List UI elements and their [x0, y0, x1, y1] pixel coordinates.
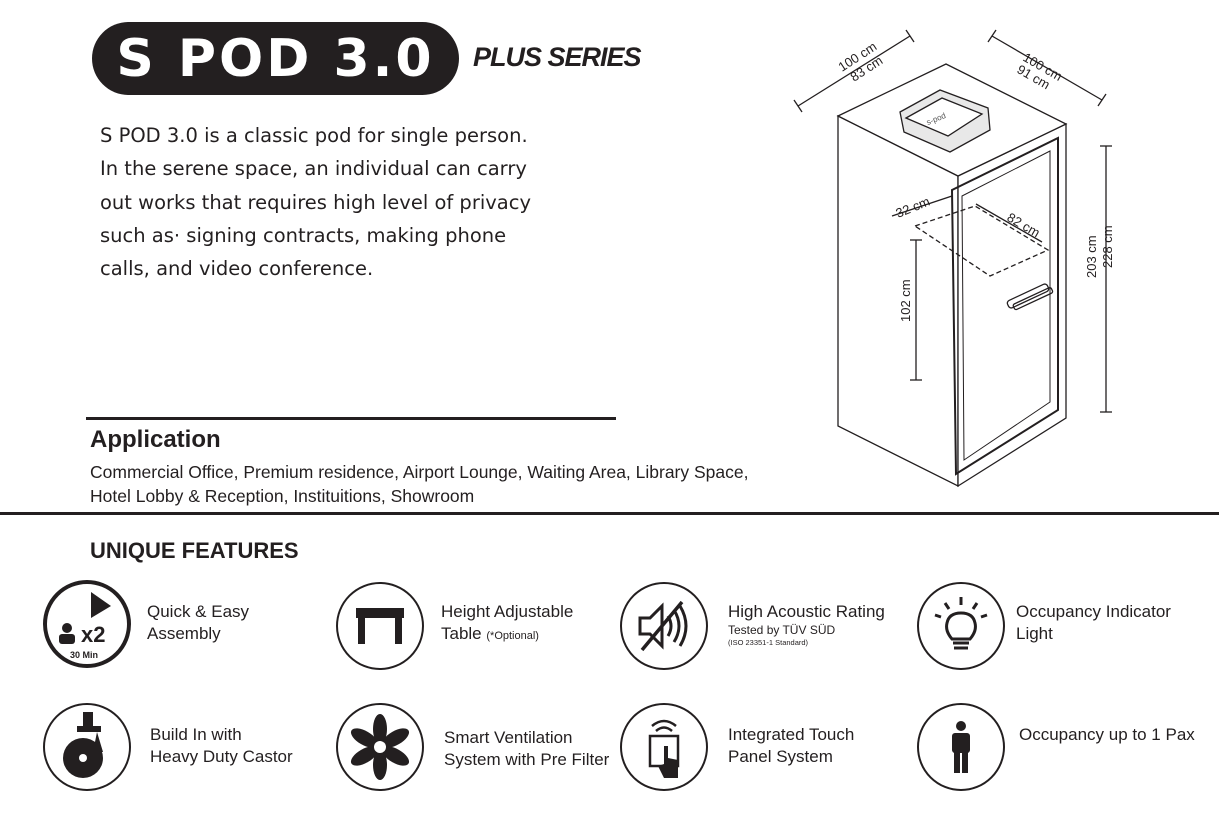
feature-title: Smart Ventilation [444, 728, 573, 747]
castor-wheel-icon [43, 703, 131, 791]
feature-title: Occupancy Indicator [1016, 602, 1171, 621]
product-title-badge: S POD 3.0 [92, 22, 459, 95]
application-line: Commercial Office, Premium residence, Ai… [90, 462, 749, 482]
product-description: S POD 3.0 is a classic pod for single pe… [100, 119, 570, 285]
dim-height-1: 203 cm [1084, 235, 1099, 278]
description-line: such as· signing contracts, making phone [100, 223, 507, 247]
feature-label: Occupancy Indicator Light [1016, 601, 1171, 645]
feature-title: Table [441, 624, 482, 643]
description-line: out works that requires high level of pr… [100, 190, 531, 214]
person-icon [917, 703, 1005, 791]
features-heading: UNIQUE FEATURES [90, 538, 299, 563]
light-bulb-icon [917, 582, 1005, 670]
feature-label: Height Adjustable Table (*Optional) [441, 601, 573, 647]
description-line: S POD 3.0 is a classic pod for single pe… [100, 124, 528, 147]
dim-table-height: 102 cm [898, 279, 913, 322]
feature-title: Panel System [728, 747, 833, 766]
feature-label: Occupancy up to 1 Pax [1019, 724, 1195, 746]
feature-title: Assembly [147, 624, 221, 643]
table-icon [336, 582, 424, 670]
feature-standard: (ISO 23351-1 Standard) [728, 638, 809, 647]
pod-dimension-drawing: s-pod 100 cm 83 cm 100 cm 91 cm 32 cm 82… [793, 29, 1115, 488]
application-divider [86, 417, 616, 420]
touch-panel-icon [620, 703, 708, 791]
feature-title: Quick & Easy [147, 602, 250, 621]
feature-title: System with Pre Filter [444, 750, 610, 769]
feature-title: Occupancy up to 1 Pax [1019, 725, 1195, 744]
feature-title: Height Adjustable [441, 602, 574, 621]
description-line: In the serene space, an individual can c… [100, 157, 527, 181]
product-title: S POD 3.0 [116, 28, 435, 89]
feature-title: Heavy Duty Castor [150, 747, 293, 766]
feature-subtitle: Tested by TÜV SÜD [728, 623, 836, 637]
feature-label: Integrated Touch Panel System [728, 724, 854, 768]
feature-label: Build In with Heavy Duty Castor [150, 724, 293, 768]
description-line: calls, and video conference. [100, 257, 374, 281]
application-heading: Application [90, 426, 221, 453]
application-list: Commercial Office, Premium residence, Ai… [90, 460, 748, 508]
feature-note: (*Optional) [486, 630, 539, 642]
fan-icon [336, 703, 424, 791]
feature-label: Quick & Easy Assembly [147, 601, 249, 645]
feature-title: Light [1016, 624, 1053, 643]
application-line: Hotel Lobby & Reception, Instituitions, … [90, 486, 475, 506]
assembly-count: x2 [81, 622, 105, 647]
feature-title: Integrated Touch [728, 725, 855, 744]
feature-label: High Acoustic Rating Tested by TÜV SÜD (… [728, 601, 885, 647]
feature-title: Build In with [150, 725, 242, 744]
feature-title: High Acoustic Rating [728, 602, 885, 621]
series-label: PLUS SERIES [473, 42, 642, 72]
section-divider [0, 512, 1219, 515]
stopwatch-workers-icon: x2 30 Min [43, 580, 131, 668]
dim-height-2: 228 cm [1100, 225, 1115, 268]
assembly-time: 30 Min [70, 650, 98, 660]
feature-label: Smart Ventilation System with Pre Filter [444, 727, 609, 771]
muted-speaker-icon [620, 582, 708, 670]
